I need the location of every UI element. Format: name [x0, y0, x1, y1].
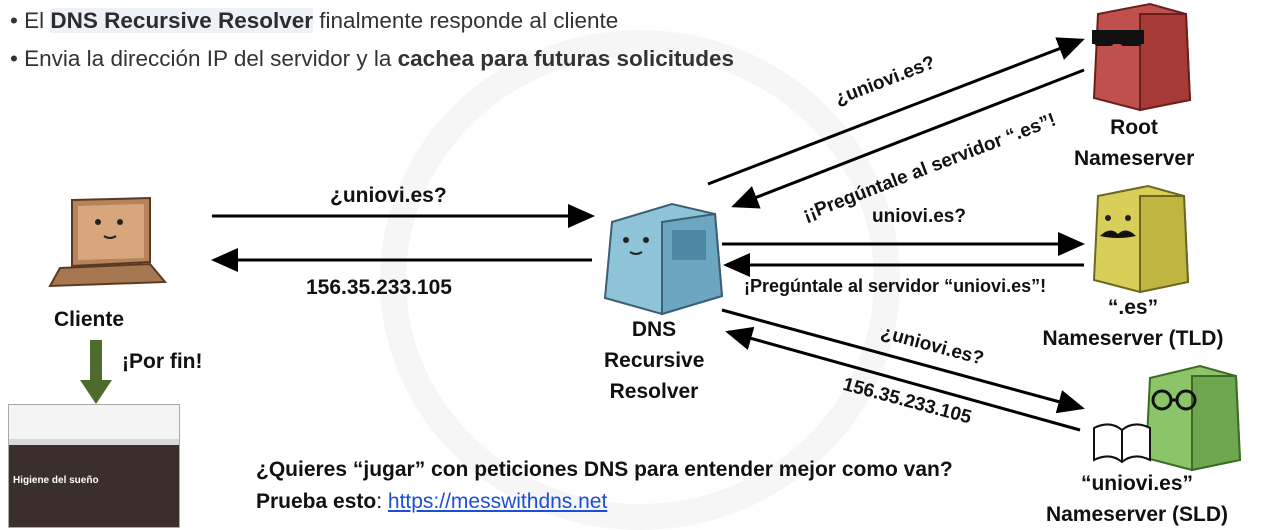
resolver-label: DNS Recursive Resolver — [604, 314, 704, 407]
sld-label-line: Nameserver (SLD) — [1045, 503, 1229, 526]
website-heading: Higiene del sueño — [13, 475, 99, 486]
arrow-sld-to-resolver — [725, 326, 1081, 432]
label-tld-query: uniovi.es? — [872, 206, 966, 227]
label-tld-reply: ¡Pregúntale al servidor “uniovi.es”! — [744, 276, 1047, 296]
laptop-icon — [48, 196, 168, 288]
tld-server-icon — [1092, 184, 1190, 294]
tld-label: “.es” Nameserver (TLD) — [1036, 292, 1230, 354]
website-nav — [9, 439, 179, 445]
arrow-root-to-resolver — [731, 68, 1085, 209]
website-header — [9, 405, 179, 439]
tld-label-line: “.es” — [1107, 296, 1159, 319]
bullet-2-bold: cachea para futuras solicitudes — [397, 46, 735, 71]
open-book-icon — [1093, 423, 1151, 464]
footer-try-sep: : — [376, 490, 388, 513]
bullet-1-highlight: DNS Recursive Resolver — [50, 8, 314, 33]
tld-label-line: Nameserver (TLD) — [1042, 327, 1224, 350]
root-label-line: Root — [1110, 116, 1158, 139]
label-client-query: ¿uniovi.es? — [330, 184, 447, 207]
label-finally: ¡Por fin! — [122, 350, 203, 373]
label-client-reply: 156.35.233.105 — [306, 276, 452, 299]
resolver-label-line: Recursive — [604, 349, 705, 372]
footer-try-prefix: Prueba esto — [256, 490, 377, 513]
bullet-2: • Envia la dirección IP del servidor y l… — [10, 40, 734, 78]
down-arrow-icon — [80, 340, 112, 404]
footer-question: ¿Quieres “jugar” con peticiones DNS para… — [256, 458, 953, 481]
bullet-list: • El DNS Recursive Resolver finalmente r… — [10, 2, 734, 78]
bullet-1-suffix: finalmente responde al cliente — [313, 8, 619, 33]
sld-server-icon — [1144, 364, 1242, 472]
resolver-label-line: Resolver — [609, 380, 699, 403]
footer-text: ¿Quieres “jugar” con peticiones DNS para… — [256, 454, 953, 518]
arrow-resolver-to-sld — [721, 308, 1085, 414]
website-preview-image: Higiene del sueño — [8, 404, 180, 528]
bullet-2-prefix: Envia la dirección IP del servidor y la — [24, 46, 398, 71]
bullet-1-prefix: El — [24, 8, 51, 33]
messwithdns-link[interactable]: https://messwithdns.net — [387, 490, 608, 513]
bullet-dot: • — [10, 46, 25, 71]
resolver-server-icon — [603, 202, 724, 316]
sld-label: “uniovi.es” Nameserver (SLD) — [1040, 468, 1234, 530]
root-label-line: Nameserver — [1074, 147, 1195, 170]
bullet-dot: • — [10, 8, 25, 33]
resolver-label-line: DNS — [631, 318, 677, 341]
footer-try: Prueba esto: https://messwithdns.net — [256, 486, 953, 518]
arrow-resolver-to-root — [707, 37, 1085, 186]
root-server-icon — [1092, 2, 1192, 112]
bullet-1: • El DNS Recursive Resolver finalmente r… — [10, 2, 734, 40]
root-label: Root Nameserver — [1074, 112, 1194, 174]
client-label: Cliente — [54, 308, 125, 331]
sld-label-line: “uniovi.es” — [1080, 472, 1194, 495]
